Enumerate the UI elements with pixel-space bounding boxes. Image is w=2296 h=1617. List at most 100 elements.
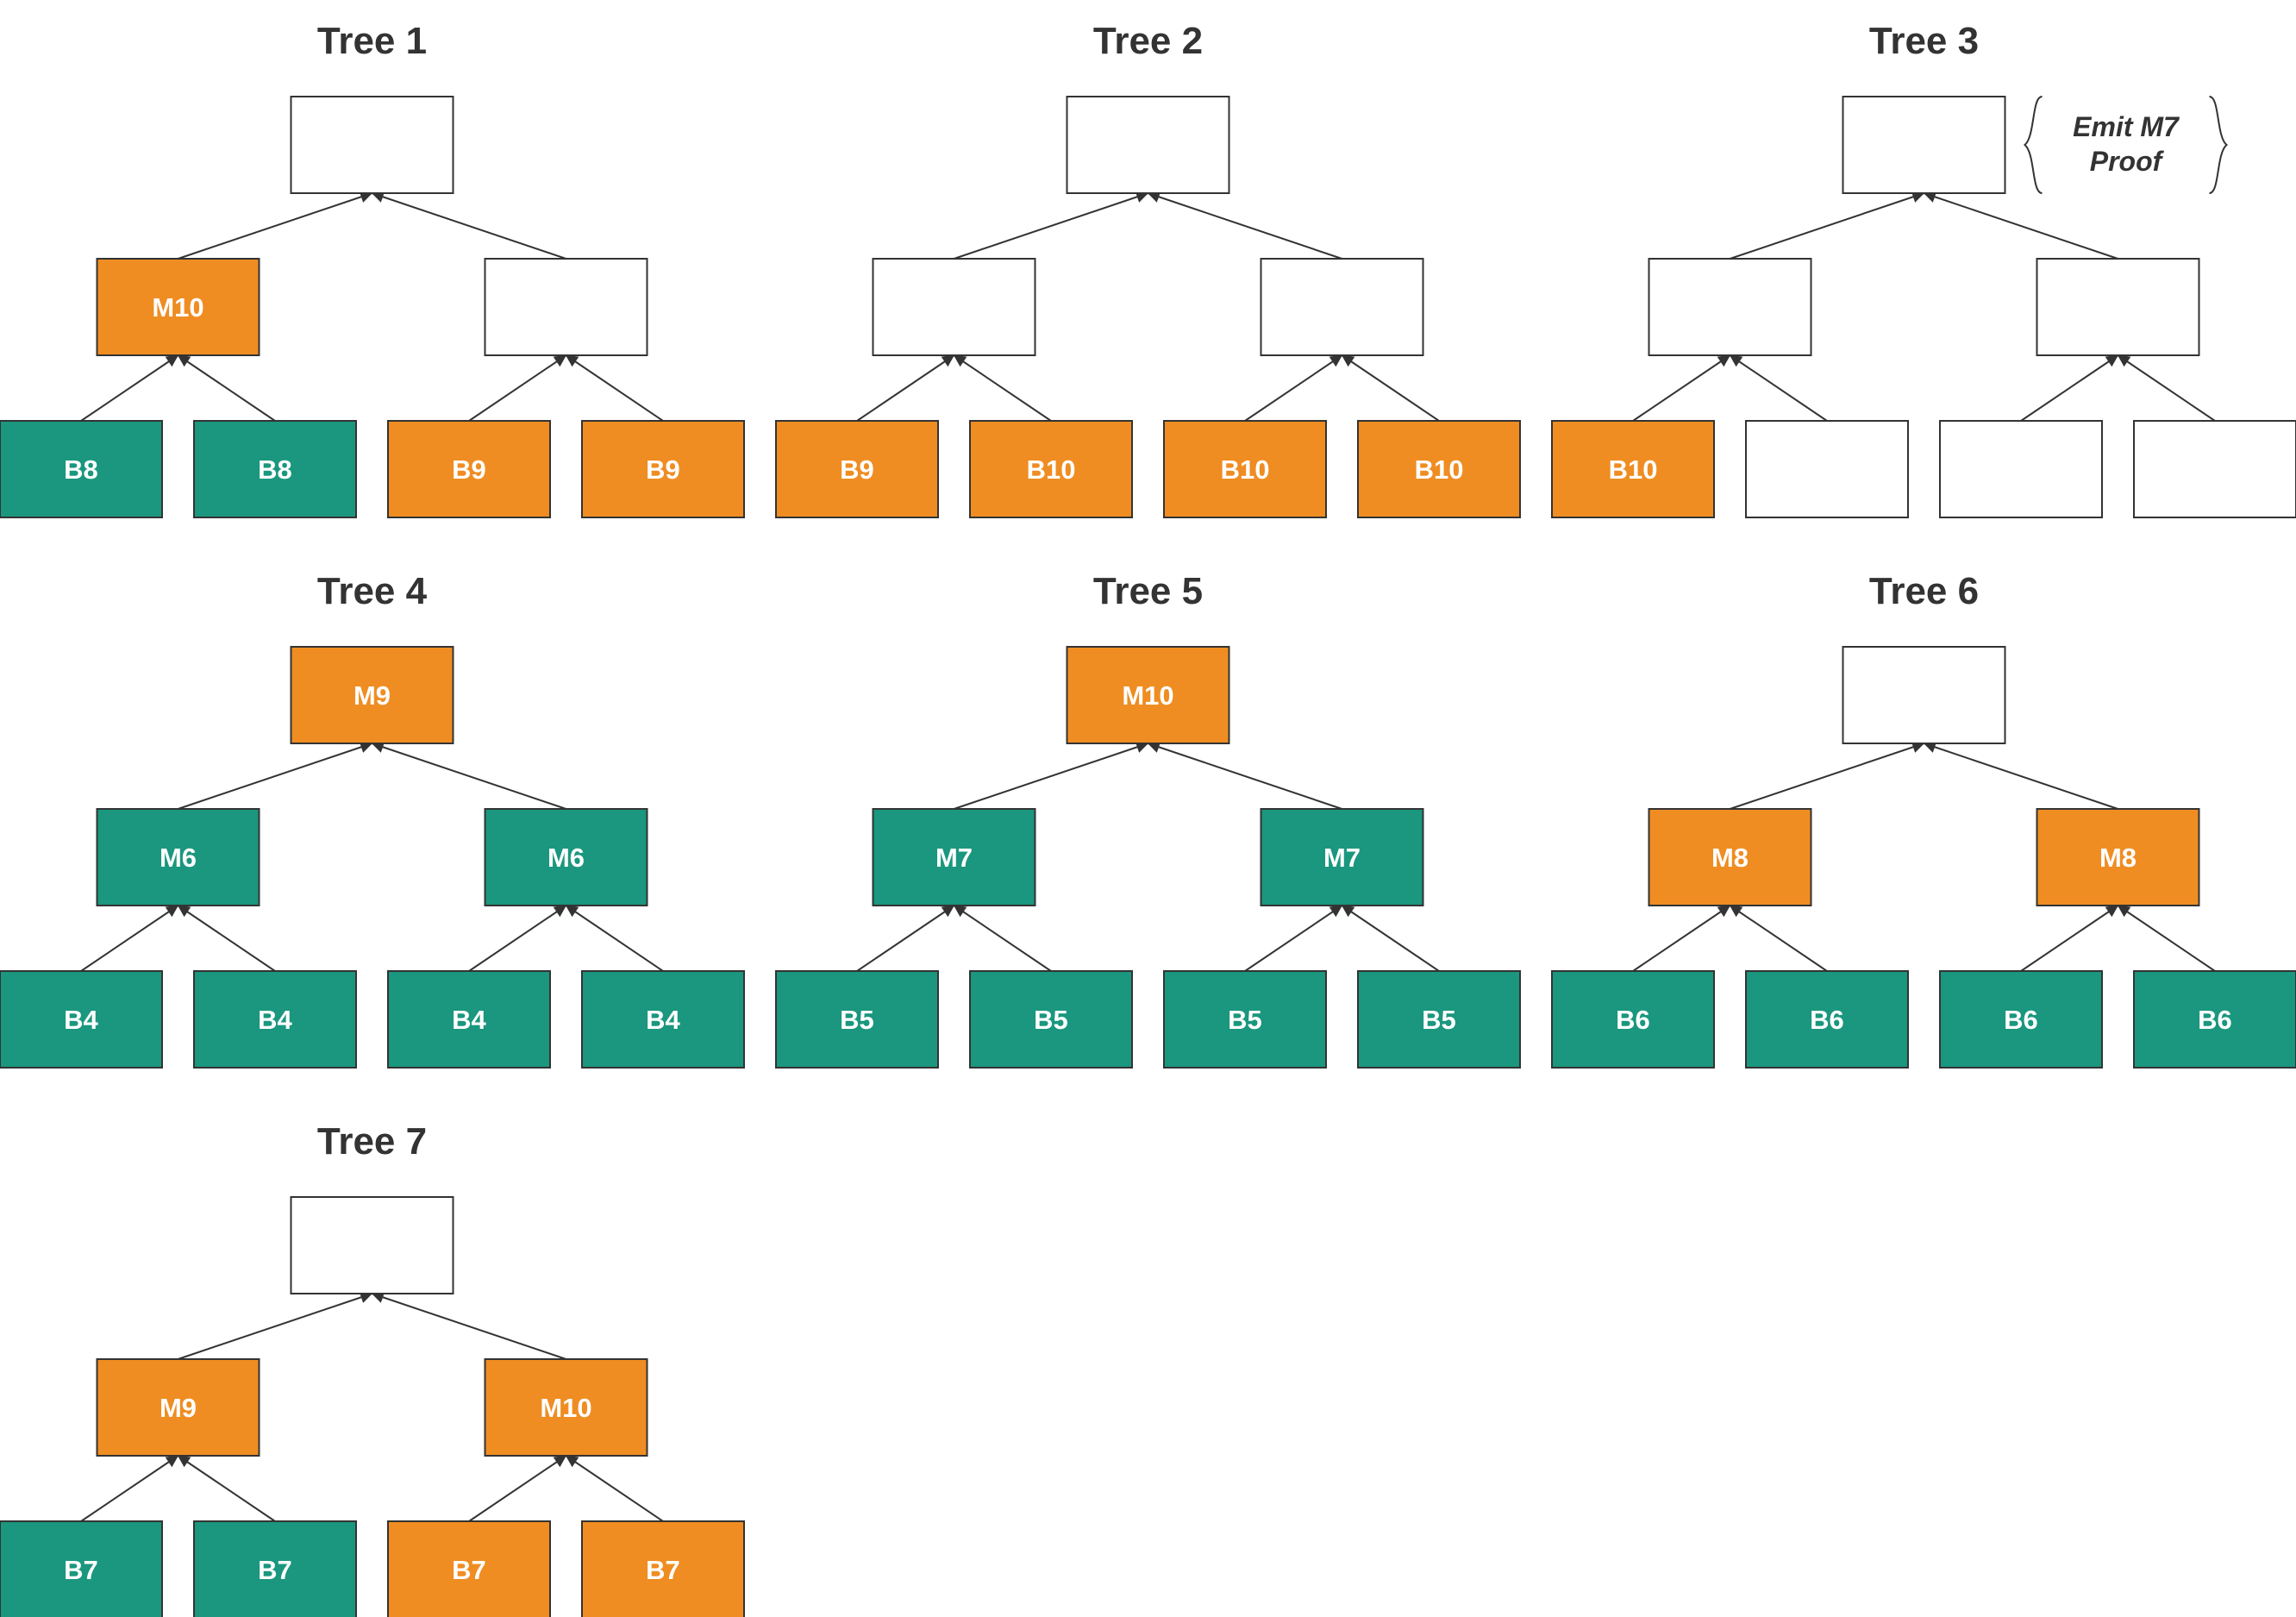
- edge-leaf-2-to-mid-1: [1729, 905, 1828, 972]
- leaf-node-3-box: [387, 970, 551, 1069]
- mid-node-2-box: [2036, 808, 2200, 906]
- edge-mid-2-to-root: [1147, 191, 1342, 260]
- mid-node-1-box: [96, 1358, 260, 1457]
- leaf-node-2-box: [969, 420, 1133, 518]
- leaf-node-3: B7: [387, 1520, 551, 1617]
- leaf-node-4-box: [1357, 420, 1521, 518]
- leaf-node-1-box: [0, 1520, 163, 1617]
- tree-title: Tree 1: [317, 20, 427, 62]
- mid-node-2-label: M10: [540, 1393, 591, 1423]
- root-node: M9: [290, 646, 454, 744]
- mid-node-2-label: M6: [547, 843, 585, 873]
- leaf-node-1: B4: [0, 970, 163, 1069]
- edge-leaf-2-to-mid-1: [177, 905, 276, 972]
- leaf-node-2: B8: [193, 420, 357, 518]
- leaf-node-2-box: [193, 1520, 357, 1617]
- root-node-box: [290, 1196, 454, 1294]
- edge-leaf-3-to-mid-2: [2020, 905, 2119, 972]
- leaf-node-4: B10: [1357, 420, 1521, 518]
- edge-mid-1-to-root: [178, 1291, 373, 1360]
- mid-node-2: [2036, 258, 2200, 356]
- mid-node-2-label: M8: [2099, 843, 2136, 873]
- leaf-node-2-label: B7: [258, 1555, 292, 1585]
- edge-leaf-3-to-mid-2: [468, 1455, 567, 1522]
- tree-title: Tree 4: [317, 570, 428, 612]
- mid-node-1-label: M6: [160, 843, 197, 873]
- leaf-node-3-label: B7: [452, 1555, 486, 1585]
- leaf-node-4-box: [2133, 420, 2296, 518]
- edge-mid-2-to-root: [1923, 191, 2118, 260]
- edge-mid-2-to-root: [1923, 741, 2118, 810]
- leaf-node-4-box: [581, 1520, 745, 1617]
- leaf-node-1-label: B5: [840, 1005, 874, 1035]
- leaf-node-3-box: [387, 1520, 551, 1617]
- mid-node-2-box: [484, 258, 648, 356]
- mid-node-2: M6: [484, 808, 648, 906]
- leaf-node-3: B6: [1939, 970, 2103, 1069]
- mid-node-2: [484, 258, 648, 356]
- mid-node-1: M8: [1648, 808, 1812, 906]
- mid-node-1-label: M10: [152, 292, 203, 323]
- edge-leaf-2-to-mid-1: [1729, 354, 1828, 422]
- edge-leaf-1-to-mid-1: [80, 1455, 179, 1522]
- mid-node-2-box: [1260, 258, 1424, 356]
- root-node: [290, 96, 454, 194]
- leaf-node-2: B5: [969, 970, 1133, 1069]
- leaf-node-3: B10: [1163, 420, 1327, 518]
- leaf-node-4-box: [1357, 970, 1521, 1069]
- leaf-node-3-box: [387, 420, 551, 518]
- leaf-node-1: B8: [0, 420, 163, 518]
- edge-mid-1-to-root: [178, 191, 373, 260]
- edge-leaf-1-to-mid-1: [856, 354, 955, 422]
- leaf-node-3: B4: [387, 970, 551, 1069]
- root-node-box: [290, 96, 454, 194]
- root-node: M10: [1066, 646, 1230, 744]
- leaf-node-3: B9: [387, 420, 551, 518]
- root-node: [1066, 96, 1230, 194]
- leaf-node-1: B5: [775, 970, 939, 1069]
- mid-node-1: [1648, 258, 1812, 356]
- edge-mid-2-to-root: [371, 1291, 566, 1360]
- leaf-node-1: B10: [1551, 420, 1715, 518]
- leaf-node-2-label: B4: [258, 1005, 292, 1035]
- leaf-node-1-label: B6: [1616, 1005, 1650, 1035]
- edge-leaf-1-to-mid-1: [80, 905, 179, 972]
- leaf-node-2-box: [193, 970, 357, 1069]
- tree-title: Tree 2: [1093, 20, 1203, 62]
- root-node-box: [1066, 646, 1230, 744]
- leaf-node-4: [2133, 420, 2296, 518]
- edge-mid-1-to-root: [1730, 191, 1925, 260]
- root-node-label: M9: [353, 680, 391, 711]
- leaf-node-3: [1939, 420, 2103, 518]
- leaf-node-1-box: [1551, 420, 1715, 518]
- leaf-node-2: B7: [193, 1520, 357, 1617]
- mid-node-2: M7: [1260, 808, 1424, 906]
- leaf-node-4-label: B6: [2198, 1005, 2232, 1035]
- leaf-node-1-box: [0, 970, 163, 1069]
- edge-leaf-4-to-mid-2: [565, 354, 664, 422]
- edge-leaf-3-to-mid-2: [1244, 905, 1343, 972]
- edge-mid-2-to-root: [371, 741, 566, 810]
- mid-node-1: [872, 258, 1036, 356]
- leaf-node-2-box: [1745, 970, 1909, 1069]
- leaf-node-3-box: [1163, 420, 1327, 518]
- leaf-node-3: B5: [1163, 970, 1327, 1069]
- leaf-node-2-label: B5: [1034, 1005, 1068, 1035]
- leaf-node-2: B4: [193, 970, 357, 1069]
- leaf-node-4-box: [581, 970, 745, 1069]
- leaf-node-1-label: B7: [64, 1555, 98, 1585]
- note-line-1: Emit M7: [2073, 111, 2180, 142]
- mid-node-2: [1260, 258, 1424, 356]
- root-node: [1842, 646, 2006, 744]
- edge-leaf-1-to-mid-1: [856, 905, 955, 972]
- leaf-node-1-box: [775, 420, 939, 518]
- edge-mid-1-to-root: [178, 741, 373, 810]
- mid-node-1-label: M8: [1711, 843, 1749, 873]
- leaf-node-3-label: B6: [2004, 1005, 2038, 1035]
